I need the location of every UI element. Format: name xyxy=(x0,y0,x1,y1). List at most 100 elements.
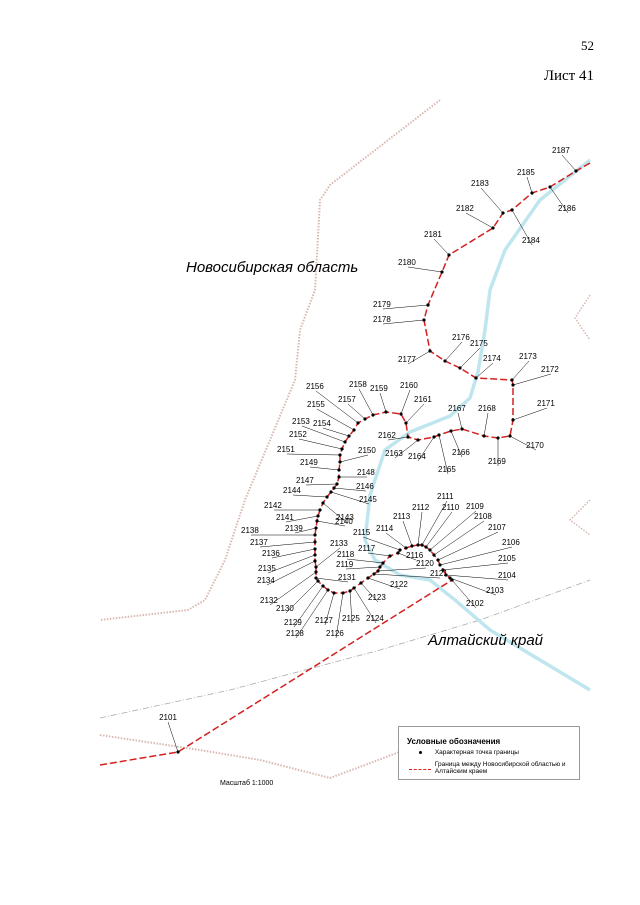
point-label-2149: 2149 xyxy=(300,458,318,467)
point-label-2186: 2186 xyxy=(558,204,576,213)
leader-line-2167 xyxy=(457,412,463,430)
border-symbol-icon xyxy=(409,768,431,770)
leader-line-2166 xyxy=(450,430,463,458)
leader-line-2134 xyxy=(266,560,316,586)
leader-line-2136 xyxy=(271,548,316,559)
region-label-altai: Алтайский край xyxy=(427,632,544,649)
leader-line-2172 xyxy=(512,373,552,386)
point-label-2113: 2113 xyxy=(393,512,411,521)
district-boundary-north xyxy=(99,99,441,621)
point-label-2176: 2176 xyxy=(452,333,470,342)
leader-line-2168 xyxy=(483,412,489,437)
point-label-2101: 2101 xyxy=(159,713,177,722)
point-label-2138: 2138 xyxy=(241,526,259,535)
leader-line-2160 xyxy=(400,389,411,415)
leader-line-2135 xyxy=(267,554,316,574)
leader-line-2130 xyxy=(285,580,319,614)
leader-line-2118 xyxy=(346,558,384,564)
page-number: 52 xyxy=(581,38,594,53)
point-label-2132: 2132 xyxy=(260,596,278,605)
legend-row-point: Характерная точка границы xyxy=(407,749,575,756)
leader-line-2102 xyxy=(451,579,477,609)
point-label-2164: 2164 xyxy=(408,452,426,461)
point-label-2166: 2166 xyxy=(452,448,470,457)
leader-line-2112 xyxy=(417,511,423,546)
point-label-2174: 2174 xyxy=(483,354,501,363)
leader-line-2121 xyxy=(373,573,441,579)
point-label-2175: 2175 xyxy=(470,339,488,348)
leader-line-2106 xyxy=(439,546,513,566)
leader-line-2170 xyxy=(509,435,537,451)
point-label-2117: 2117 xyxy=(358,544,376,553)
scale-text: Масштаб 1:1000 xyxy=(220,780,274,787)
point-label-2123: 2123 xyxy=(368,593,386,602)
points-layer xyxy=(176,169,578,754)
leader-line-2159 xyxy=(379,392,387,413)
leader-line-2146 xyxy=(333,487,367,492)
leader-line-2116 xyxy=(397,552,417,561)
leader-line-2171 xyxy=(512,407,548,421)
point-label-2122: 2122 xyxy=(390,580,408,589)
leader-line-2158 xyxy=(358,388,374,416)
point-label-2183: 2183 xyxy=(471,179,489,188)
leader-line-2154 xyxy=(322,427,350,437)
point-label-2155: 2155 xyxy=(307,400,325,409)
point-label-2141: 2141 xyxy=(276,513,294,522)
leader-line-2164 xyxy=(417,436,435,462)
leader-line-2144 xyxy=(292,494,328,498)
point-label-2142: 2142 xyxy=(264,501,282,510)
point-label-2109: 2109 xyxy=(466,502,484,511)
region-label-novosibirsk: Новосибирская область xyxy=(186,259,358,276)
point-label-2133: 2133 xyxy=(330,539,348,548)
point-label-2144: 2144 xyxy=(283,486,301,495)
leader-line-2123 xyxy=(360,582,379,603)
leader-line-2141 xyxy=(285,515,319,523)
point-label-2177: 2177 xyxy=(398,355,416,364)
district-boundary-east2 xyxy=(568,499,591,536)
leader-line-2109 xyxy=(429,510,477,551)
point-label-2187: 2187 xyxy=(552,146,570,155)
sheet-label: Лист 41 xyxy=(543,68,594,84)
leader-line-2119 xyxy=(345,566,381,570)
leader-line-2162 xyxy=(387,436,409,441)
leader-line-2115 xyxy=(362,536,401,551)
point-label-2136: 2136 xyxy=(262,549,280,558)
point-label-2104: 2104 xyxy=(498,571,516,580)
point-label-2145: 2145 xyxy=(359,495,377,504)
point-label-2152: 2152 xyxy=(289,430,307,439)
point-label-2110: 2110 xyxy=(442,503,460,512)
point-label-2106: 2106 xyxy=(502,538,520,547)
legend-row-border: Граница между Новосибирской областью и А… xyxy=(407,761,575,775)
leader-line-2124 xyxy=(353,587,377,624)
point-label-2147: 2147 xyxy=(296,476,314,485)
leader-line-2175 xyxy=(459,347,481,369)
point-label-2169: 2169 xyxy=(488,457,506,466)
leader-line-2147 xyxy=(305,483,338,486)
point-label-2181: 2181 xyxy=(424,230,442,239)
leader-line-2125 xyxy=(349,590,353,624)
point-label-2173: 2173 xyxy=(519,352,537,361)
leader-line-2150 xyxy=(339,454,369,463)
river xyxy=(363,158,592,692)
leader-line-2128 xyxy=(295,589,329,639)
leader-line-2187 xyxy=(561,154,577,172)
district-boundary-south xyxy=(99,734,411,780)
point-label-2185: 2185 xyxy=(517,168,535,177)
point-label-2130: 2130 xyxy=(276,604,294,613)
leader-line-2111 xyxy=(421,500,448,546)
leader-line-2163 xyxy=(394,439,419,459)
point-label-2102: 2102 xyxy=(466,599,484,608)
leader-line-2104 xyxy=(445,574,509,581)
point-label-2105: 2105 xyxy=(498,554,516,563)
point-label-2112: 2112 xyxy=(412,503,430,512)
leader-line-2178 xyxy=(382,319,425,325)
point-symbol-icon xyxy=(418,751,422,754)
point-label-2179: 2179 xyxy=(373,300,391,309)
leader-line-2113 xyxy=(402,520,413,547)
leader-line-2165 xyxy=(438,434,449,475)
leader-line-2182 xyxy=(465,212,494,229)
point-label-2115: 2115 xyxy=(353,528,371,537)
point-label-2161: 2161 xyxy=(414,395,432,404)
point-label-2134: 2134 xyxy=(257,576,275,585)
point-label-2146: 2146 xyxy=(356,482,374,491)
